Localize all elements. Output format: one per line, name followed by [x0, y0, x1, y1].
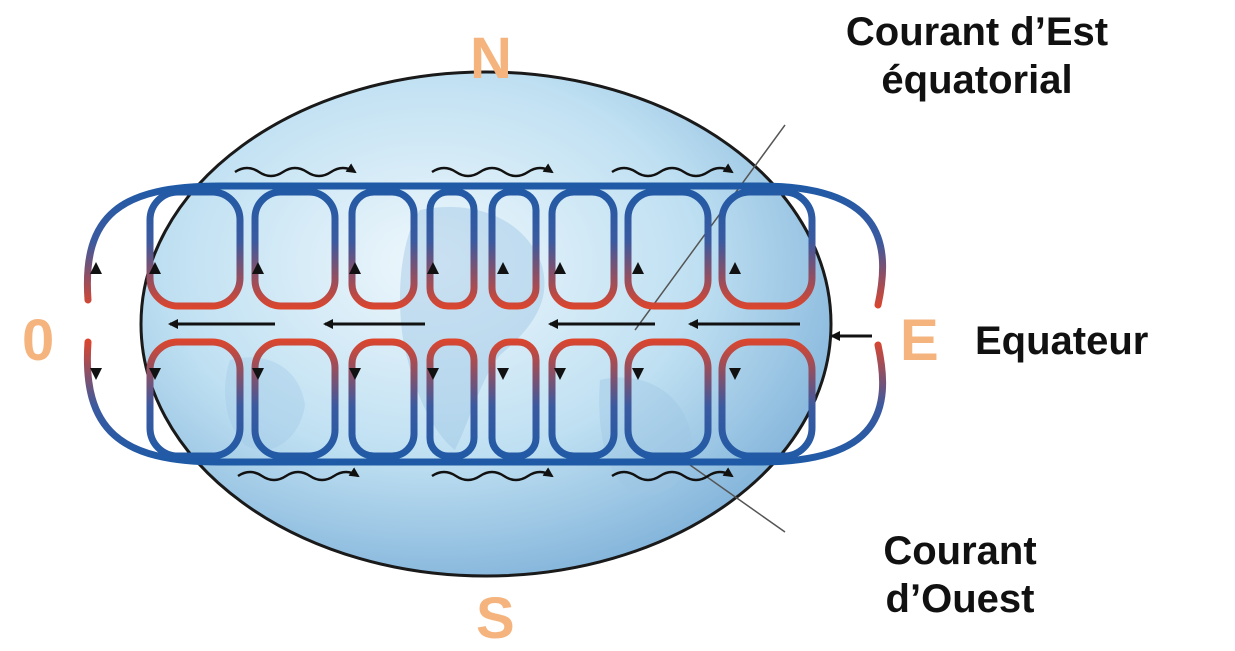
label-equateur: Equateur [975, 317, 1148, 365]
label-south: S [476, 590, 515, 648]
label-courant-ouest: Courant d’Ouest [855, 527, 1065, 623]
label-courant-est-line1: Courant d’Est [812, 8, 1142, 56]
label-courant-ouest-line1: Courant [855, 527, 1065, 575]
label-west: 0 [22, 312, 54, 370]
label-north: N [470, 30, 512, 88]
label-courant-ouest-line2: d’Ouest [855, 575, 1065, 623]
label-courant-est-line2: équatorial [812, 56, 1142, 104]
label-east: E [900, 312, 939, 370]
label-courant-est: Courant d’Est équatorial [812, 8, 1142, 104]
